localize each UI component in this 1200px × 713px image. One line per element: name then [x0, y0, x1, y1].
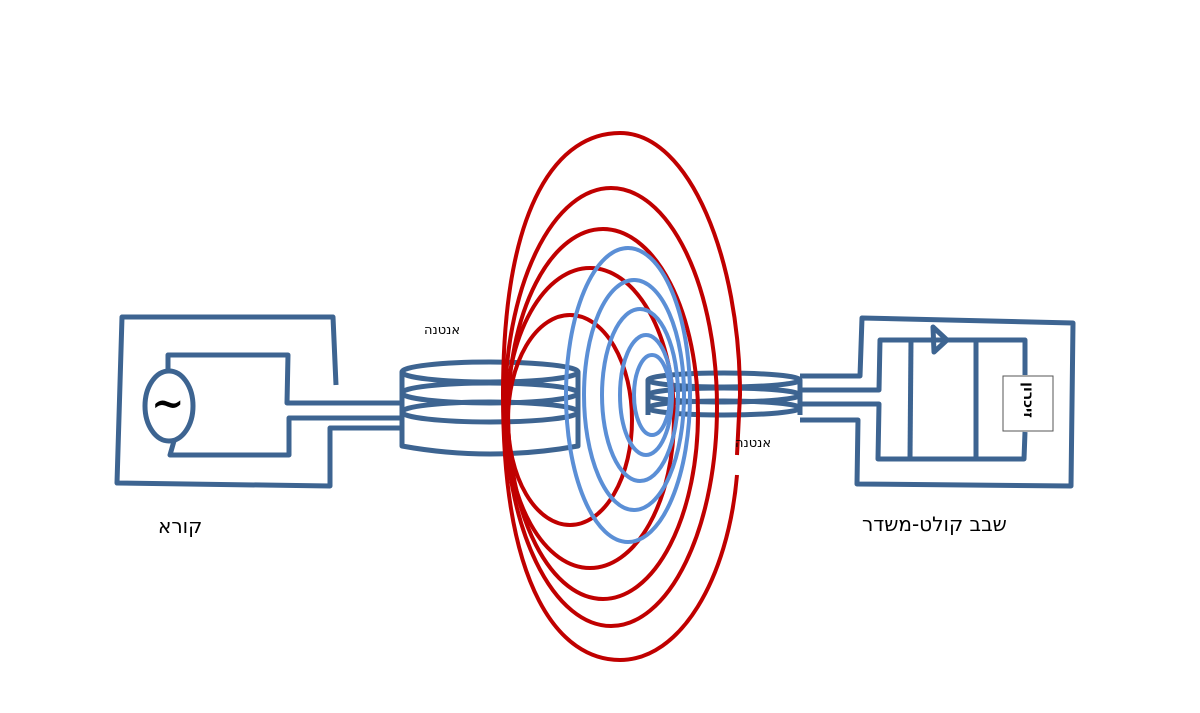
chip-label: שבב קולט-משדר — [862, 512, 1007, 536]
inner-field-lines — [564, 246, 692, 544]
ac-symbol: ~ — [151, 380, 185, 427]
chip-bus-left — [907, 339, 914, 460]
field-line-blue — [582, 278, 686, 512]
field-line-red — [506, 313, 634, 527]
field-line-red — [504, 266, 676, 570]
field-line-blue — [632, 353, 672, 437]
reader-inner-wire — [165, 352, 400, 458]
ac-source — [142, 368, 196, 444]
antenna-label-left: אנטנה — [424, 323, 461, 338]
right-antenna-coil — [645, 370, 803, 418]
reader-label: קורא — [158, 514, 203, 538]
antenna-label-right: אנטנה — [735, 436, 772, 451]
memory-label: זיכרון — [1020, 382, 1036, 418]
reader-outer-wire — [114, 314, 400, 489]
memory-box — [1002, 375, 1054, 432]
field-line-red — [501, 130, 743, 663]
field-line-blue — [600, 307, 680, 483]
left-antenna-coil — [399, 359, 581, 457]
chip-outer-wire — [800, 315, 1076, 489]
field-line-blue — [564, 246, 692, 544]
diode-icon — [930, 324, 950, 355]
outer-field-lines — [501, 130, 743, 663]
chip-inner-wire — [800, 337, 1028, 462]
